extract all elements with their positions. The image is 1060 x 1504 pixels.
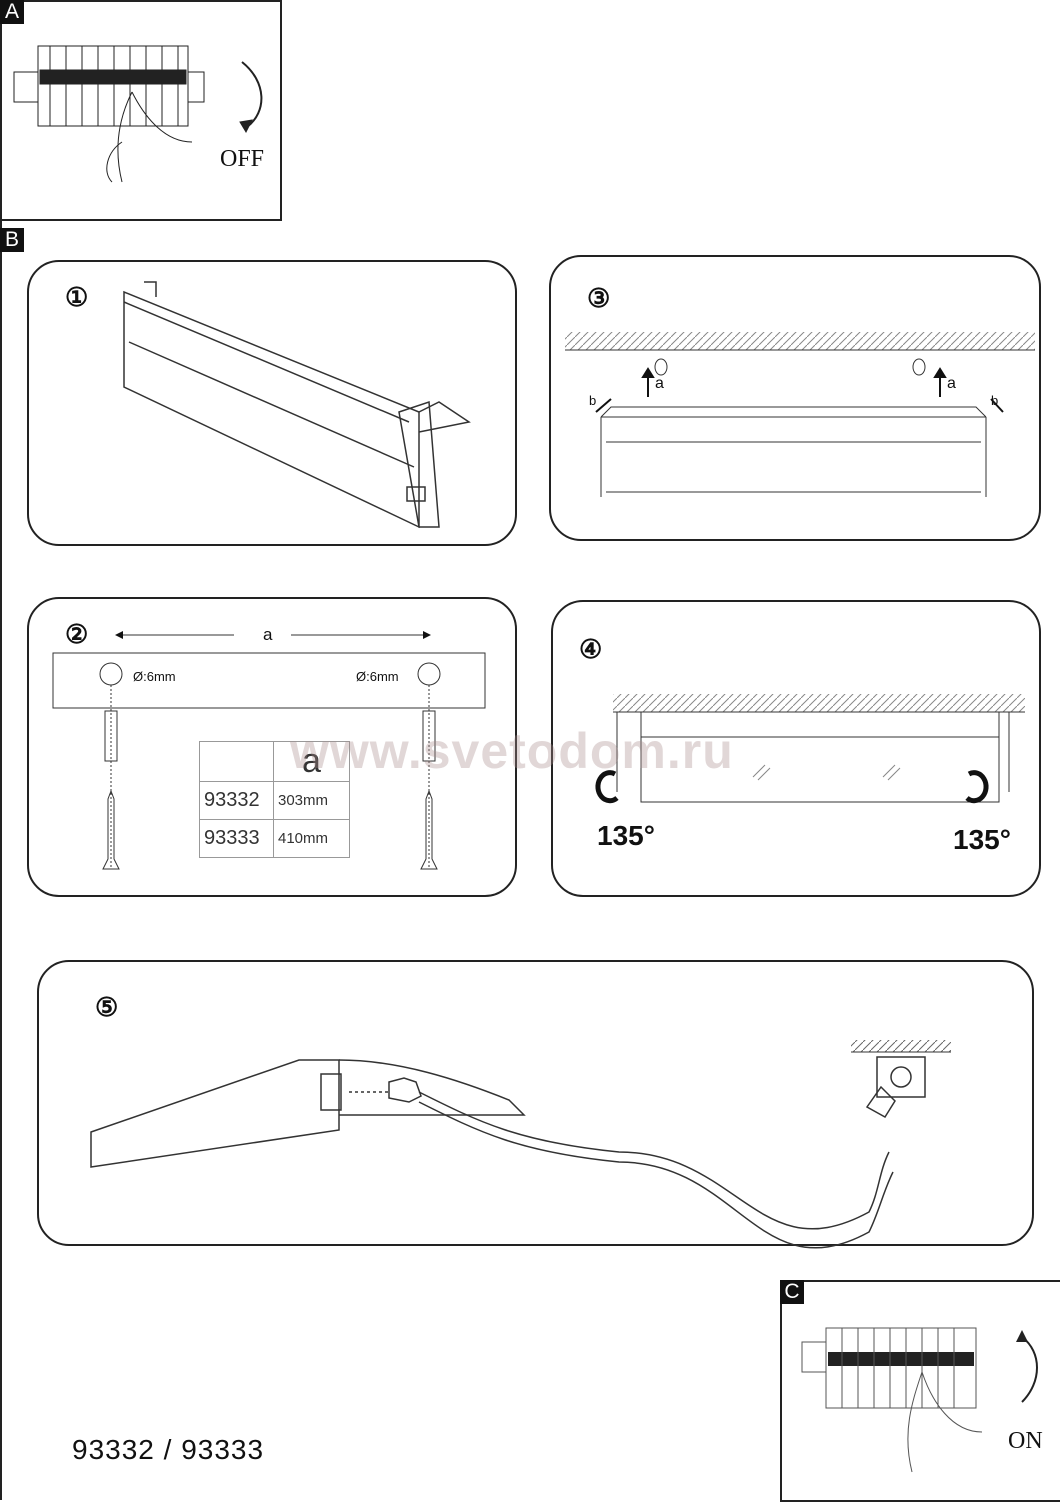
step-1-number: ① bbox=[65, 282, 89, 312]
table-cell: 410mm bbox=[273, 819, 350, 858]
step-2-number: ② bbox=[65, 619, 89, 649]
step-5-panel: ⑤ bbox=[37, 960, 1034, 1249]
step-5-number: ⑤ bbox=[95, 992, 119, 1022]
table-cell: 303mm bbox=[273, 781, 350, 820]
table-cell: 93332 bbox=[199, 781, 274, 820]
hole-right-label: Ø:6mm bbox=[356, 669, 399, 684]
page-border bbox=[0, 0, 2, 1500]
mounting-illustration bbox=[565, 332, 1035, 497]
arrow-a-label: a bbox=[655, 375, 664, 392]
luminaire-illustration bbox=[123, 281, 471, 529]
section-a-box: A OFF bbox=[0, 0, 282, 221]
on-label: ON bbox=[1008, 1428, 1043, 1454]
breaker-on-illustration bbox=[801, 1327, 1038, 1473]
breaker-off-illustration bbox=[13, 45, 263, 183]
model-number: 93332 / 93333 bbox=[72, 1434, 265, 1465]
section-c-box: C ON bbox=[780, 1280, 1060, 1502]
table-cell: 93333 bbox=[199, 819, 274, 858]
angle-left-label: 135° bbox=[597, 820, 655, 851]
step-1-panel: ① bbox=[27, 260, 517, 546]
section-b-label: B bbox=[0, 228, 24, 252]
arrow-b-label: b bbox=[589, 393, 597, 408]
drilling-illustration bbox=[52, 631, 486, 870]
step-4-number: ④ bbox=[579, 634, 603, 664]
table-header-blank bbox=[199, 741, 274, 782]
step-3-panel: ③ a a b b bbox=[549, 255, 1041, 541]
table-header-a: a bbox=[273, 741, 350, 782]
power-connection-illustration bbox=[90, 1040, 951, 1249]
angle-right-label: 135° bbox=[953, 824, 1011, 855]
step-2-panel: ② a Ø:6mm Ø:6mm bbox=[27, 597, 517, 897]
hole-left-label: Ø:6mm bbox=[133, 669, 176, 684]
distance-a-label: a bbox=[263, 625, 273, 644]
arrow-b-label-right: b bbox=[991, 393, 999, 408]
section-c-label: C bbox=[780, 1280, 804, 1304]
rotation-illustration bbox=[595, 694, 1025, 804]
section-a-label: A bbox=[0, 0, 24, 24]
watermark: www.svetodom.ru bbox=[290, 723, 734, 779]
step-4-panel: ④ 135° 135° bbox=[551, 600, 1041, 897]
step-3-number: ③ bbox=[587, 283, 611, 313]
off-label: OFF bbox=[220, 146, 265, 172]
arrow-a-label-right: a bbox=[947, 375, 956, 392]
